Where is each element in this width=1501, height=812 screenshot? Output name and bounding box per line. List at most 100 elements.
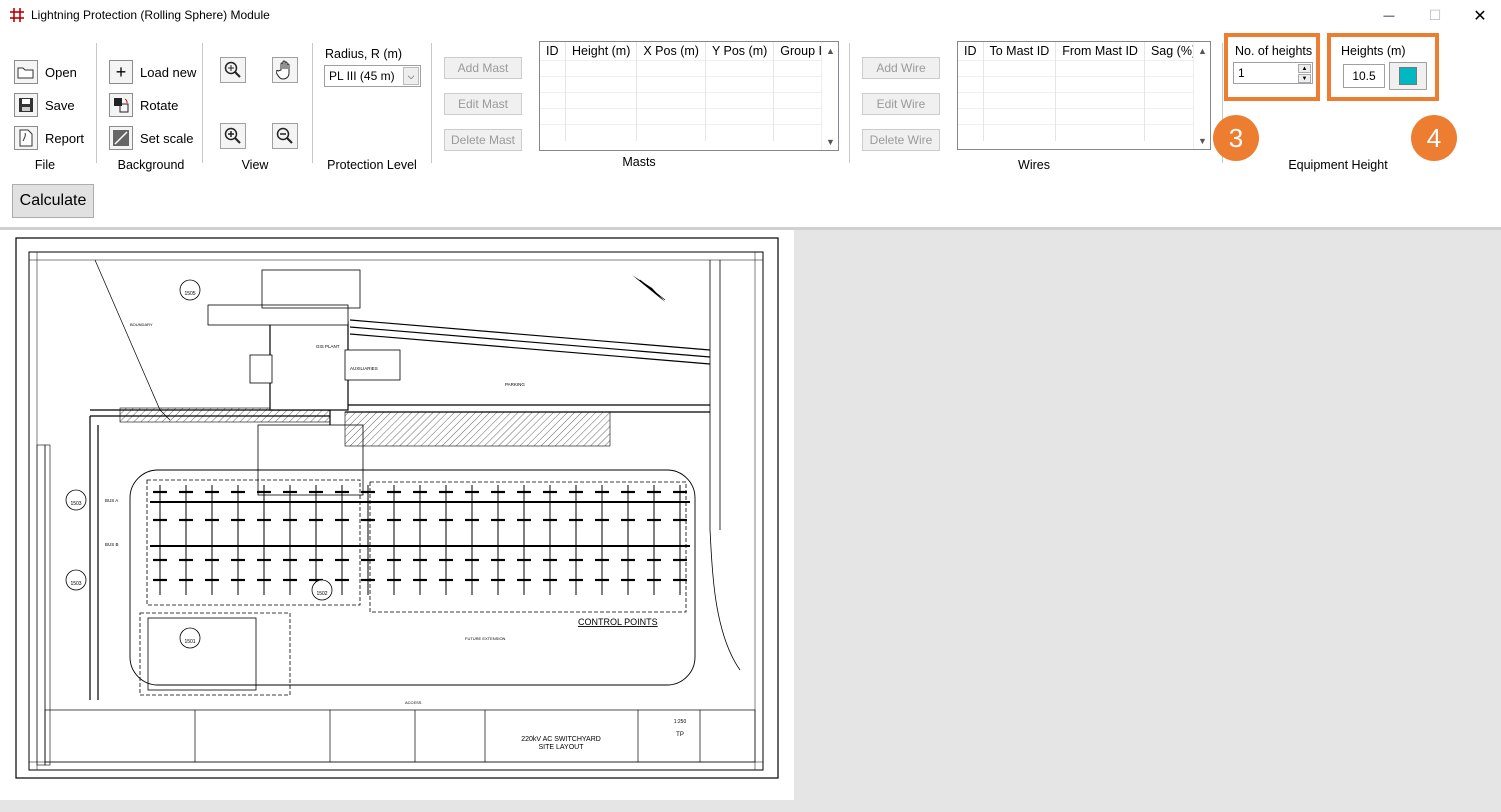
masts-cell[interactable] xyxy=(636,76,706,93)
edit-wire-button[interactable]: Edit Wire xyxy=(862,93,940,115)
masts-column-header[interactable]: Y Pos (m) xyxy=(705,42,775,61)
wires-column-header[interactable]: To Mast ID xyxy=(983,42,1057,61)
set-scale-label: Set scale xyxy=(140,130,194,146)
load-new-button[interactable]: + Load new xyxy=(109,58,196,86)
open-button[interactable]: Open xyxy=(14,58,77,86)
scroll-up-icon[interactable]: ▲ xyxy=(1198,45,1207,56)
wires-cell[interactable] xyxy=(1055,108,1145,125)
wires-cell[interactable] xyxy=(1055,92,1145,109)
masts-cell[interactable] xyxy=(540,92,567,109)
rotate-button[interactable]: Rotate xyxy=(109,91,178,119)
masts-cell[interactable] xyxy=(565,92,638,109)
wires-column-header[interactable]: Sag (%) xyxy=(1144,42,1204,61)
wires-empty-row[interactable] xyxy=(958,60,1204,77)
detail-callout-1503: 1503 xyxy=(70,501,81,507)
pdf-document-icon xyxy=(14,126,38,150)
stepper-down-icon[interactable]: ▼ xyxy=(1298,74,1311,83)
masts-cell[interactable] xyxy=(705,60,775,77)
masts-cell[interactable] xyxy=(540,76,567,93)
masts-cell[interactable] xyxy=(540,60,567,77)
wires-cell[interactable] xyxy=(1055,124,1145,141)
control-points-label: CONTROL POINTS xyxy=(578,617,658,627)
callout-badge-4: 4 xyxy=(1411,115,1457,161)
wires-cell[interactable] xyxy=(958,76,984,93)
title-bar: Lightning Protection (Rolling Sphere) Mo… xyxy=(0,0,1501,31)
add-wire-button[interactable]: Add Wire xyxy=(862,57,940,79)
color-swatch-icon xyxy=(1399,67,1417,85)
delete-wire-button[interactable]: Delete Wire xyxy=(862,129,940,151)
wires-cell[interactable] xyxy=(983,124,1057,141)
protection-level-select[interactable]: PL III (45 m) ⌵ xyxy=(324,65,421,87)
masts-cell[interactable] xyxy=(636,124,706,141)
close-button[interactable]: ✕ xyxy=(1457,0,1501,31)
wires-cell[interactable] xyxy=(983,60,1057,77)
site-layout-drawing[interactable]: GIS PLANT AUXILIARIES PARKING BOUNDARY xyxy=(0,230,794,800)
masts-cell[interactable] xyxy=(565,76,638,93)
height-value-input[interactable]: 10.5 xyxy=(1343,64,1385,88)
stepper-up-icon[interactable]: ▲ xyxy=(1298,64,1311,73)
masts-cell[interactable] xyxy=(636,60,706,77)
masts-cell[interactable] xyxy=(705,76,775,93)
calculate-button[interactable]: Calculate xyxy=(12,184,94,218)
scroll-down-icon[interactable]: ▼ xyxy=(826,136,835,147)
scroll-down-icon[interactable]: ▼ xyxy=(1198,135,1207,146)
wires-empty-row[interactable] xyxy=(958,108,1204,125)
maximize-button[interactable]: ☐ xyxy=(1412,0,1458,31)
height-color-button[interactable] xyxy=(1389,62,1427,90)
zoom-in-icon xyxy=(224,127,241,144)
wires-cell[interactable] xyxy=(1055,76,1145,93)
wires-empty-row[interactable] xyxy=(958,124,1204,141)
masts-empty-row[interactable] xyxy=(540,108,838,125)
masts-scrollbar[interactable]: ▲ ▼ xyxy=(821,42,838,150)
masts-cell[interactable] xyxy=(705,124,775,141)
masts-cell[interactable] xyxy=(705,108,775,125)
no-of-heights-value: 1 xyxy=(1238,66,1245,80)
wires-cell[interactable] xyxy=(983,76,1057,93)
wires-scrollbar[interactable]: ▲ ▼ xyxy=(1193,42,1210,149)
wires-cell[interactable] xyxy=(958,92,984,109)
masts-cell[interactable] xyxy=(565,108,638,125)
no-of-heights-stepper[interactable]: 1 ▲ ▼ xyxy=(1233,62,1313,84)
report-button[interactable]: Report xyxy=(14,124,84,152)
wires-cell[interactable] xyxy=(958,108,984,125)
masts-column-header[interactable]: ID xyxy=(540,42,567,61)
wires-cell[interactable] xyxy=(983,92,1057,109)
scroll-up-icon[interactable]: ▲ xyxy=(826,45,835,56)
save-button[interactable]: Save xyxy=(14,91,75,119)
masts-empty-row[interactable] xyxy=(540,76,838,93)
wires-empty-row[interactable] xyxy=(958,92,1204,109)
masts-empty-row[interactable] xyxy=(540,92,838,109)
zoom-out-button[interactable] xyxy=(272,123,298,149)
minimize-button[interactable]: — xyxy=(1366,0,1412,31)
masts-cell[interactable] xyxy=(540,108,567,125)
wires-column-header[interactable]: From Mast ID xyxy=(1055,42,1145,61)
masts-cell[interactable] xyxy=(636,92,706,109)
wires-cell[interactable] xyxy=(958,60,984,77)
edit-mast-button[interactable]: Edit Mast xyxy=(444,93,522,115)
masts-column-header[interactable]: X Pos (m) xyxy=(636,42,706,61)
masts-cell[interactable] xyxy=(705,92,775,109)
masts-cell[interactable] xyxy=(565,60,638,77)
masts-cell[interactable] xyxy=(540,124,567,141)
masts-cell[interactable] xyxy=(565,124,638,141)
close-icon: ✕ xyxy=(1473,7,1487,25)
zoom-extents-button[interactable] xyxy=(220,57,246,83)
masts-empty-row[interactable] xyxy=(540,60,838,77)
wires-empty-row[interactable] xyxy=(958,76,1204,93)
delete-mast-button[interactable]: Delete Mast xyxy=(444,129,522,151)
pan-button[interactable] xyxy=(272,57,298,83)
wires-column-header[interactable]: ID xyxy=(958,42,984,61)
separator xyxy=(1222,43,1223,163)
zoom-in-button[interactable] xyxy=(220,123,246,149)
add-mast-button[interactable]: Add Mast xyxy=(444,57,522,79)
wires-cell[interactable] xyxy=(983,108,1057,125)
drawing-panel[interactable]: GIS PLANT AUXILIARIES PARKING BOUNDARY xyxy=(0,230,794,800)
wires-cell[interactable] xyxy=(1055,60,1145,77)
set-scale-button[interactable]: Set scale xyxy=(109,124,193,152)
wires-cell[interactable] xyxy=(958,124,984,141)
masts-cell[interactable] xyxy=(636,108,706,125)
masts-column-header[interactable]: Height (m) xyxy=(565,42,638,61)
masts-empty-row[interactable] xyxy=(540,124,838,141)
